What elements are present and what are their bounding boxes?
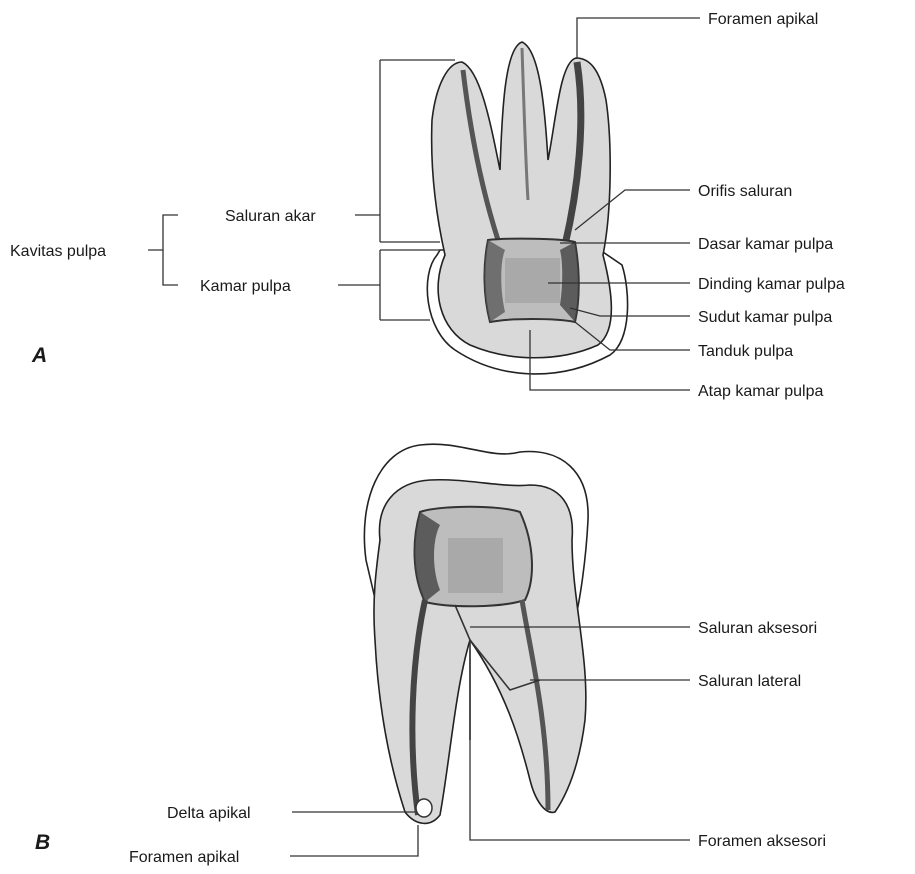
tooth-a [427, 42, 627, 374]
label-foramen-apikal-b: Foramen apikal [129, 849, 239, 866]
label-saluran-akar: Saluran akar [225, 208, 316, 225]
label-saluran-aksesori: Saluran aksesori [698, 620, 817, 637]
label-dasar-kamar-pulpa: Dasar kamar pulpa [698, 236, 833, 253]
label-tanduk-pulpa: Tanduk pulpa [698, 343, 793, 360]
label-saluran-lateral: Saluran lateral [698, 673, 801, 690]
label-kamar-pulpa: Kamar pulpa [200, 278, 291, 295]
label-atap-kamar-pulpa: Atap kamar pulpa [698, 383, 824, 400]
tooth-b [364, 444, 588, 823]
panel-label-b: B [35, 831, 50, 854]
tooth-b-apical-delta [416, 799, 432, 817]
tooth-a-pulp-floor-shade [505, 258, 560, 303]
label-orifis-saluran: Orifis saluran [698, 183, 792, 200]
tooth-b-pulp-floor-shade [448, 538, 503, 593]
tooth-a-labels: Kavitas pulpa Saluran akar Kamar pulpa F… [10, 11, 845, 400]
label-delta-apikal: Delta apikal [167, 805, 251, 822]
panel-label-a: A [31, 344, 47, 367]
label-dinding-kamar-pulpa: Dinding kamar pulpa [698, 276, 845, 293]
label-kavitas-pulpa: Kavitas pulpa [10, 243, 106, 260]
label-foramen-aksesori: Foramen aksesori [698, 833, 826, 850]
label-sudut-kamar-pulpa: Sudut kamar pulpa [698, 309, 832, 326]
label-foramen-apikal-a: Foramen apikal [708, 11, 818, 28]
